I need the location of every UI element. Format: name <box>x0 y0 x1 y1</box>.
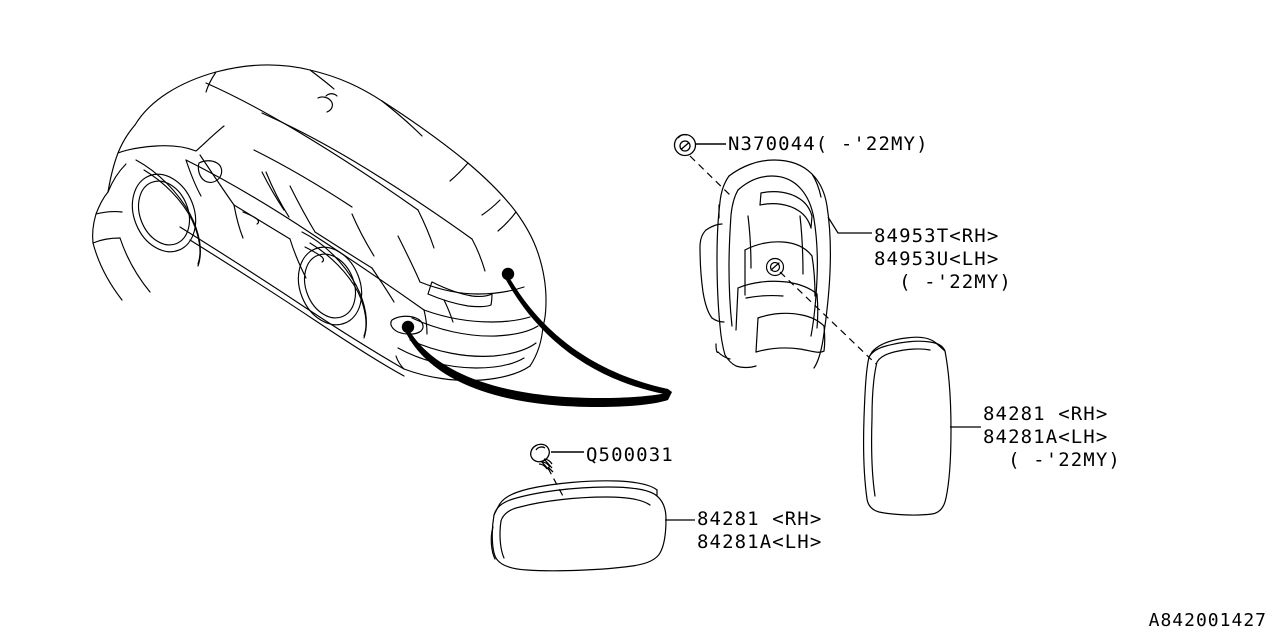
part-reflector-horizontal-lens <box>490 480 667 572</box>
part-label-84281-upper-line-1: 84281 <RH> <box>983 403 1109 425</box>
pointer-arc-lower <box>406 330 672 407</box>
pointer-arc-upper <box>506 277 672 394</box>
leader-bracket-to-reflector <box>779 271 877 365</box>
leader-bracket-label <box>827 216 872 234</box>
screw-icon <box>530 443 554 473</box>
callout-label-n370044: N370044( -'22MY) <box>728 133 929 155</box>
nut-grommet-icon <box>673 133 697 157</box>
vehicle-illustration <box>92 64 547 382</box>
part-label-84281-upper-line-3: ( -'22MY) <box>983 449 1121 471</box>
vehicle-callout-dot-lower <box>401 320 415 334</box>
part-label-84953-line-3: ( -'22MY) <box>874 271 1012 293</box>
part-label-84953-line-2: 84953U<LH> <box>874 248 1000 270</box>
part-label-84281-lower-line-2: 84281A<LH> <box>697 531 823 553</box>
part-label-84281-lower-line-1: 84281 <RH> <box>697 508 823 530</box>
callout-label-q500031: Q500031 <box>586 444 674 466</box>
part-label-84281-upper-line-2: 84281A<LH> <box>983 426 1109 448</box>
vehicle-callout-dot-upper <box>501 267 515 281</box>
part-rear-bumper-bracket-cover <box>699 159 831 369</box>
leader-nut-to-bracket <box>689 155 732 197</box>
part-reflector-vertical-lens <box>863 336 952 516</box>
sheet-reference-code: A842001427 <box>1148 610 1267 631</box>
part-label-84953-line-1: 84953T<RH> <box>874 225 1000 247</box>
leader-screw-to-reflector <box>547 467 565 499</box>
